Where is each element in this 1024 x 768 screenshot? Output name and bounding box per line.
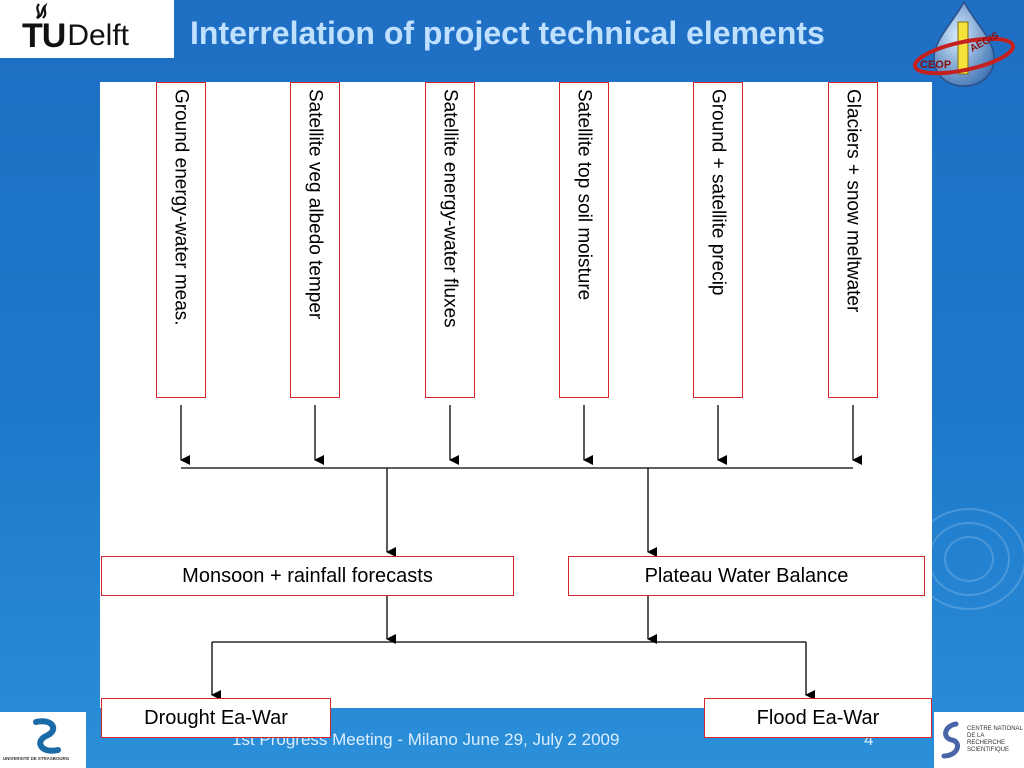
input-box-precip: Ground + satellite precip bbox=[693, 82, 743, 398]
input-box-label: Ground energy-water meas. bbox=[170, 89, 192, 326]
input-box-label: Satellite veg albedo temper bbox=[304, 89, 326, 320]
input-box-satellite-veg: Satellite veg albedo temper bbox=[290, 82, 340, 398]
input-box-label: Satellite energy-water fluxes bbox=[439, 89, 461, 328]
input-box-soil-moisture: Satellite top soil moisture bbox=[559, 82, 609, 398]
input-box-label: Glaciers + snow meltwater bbox=[842, 89, 864, 313]
tudelft-logo-tu: TU bbox=[22, 16, 66, 55]
tudelft-logo-delft: Delft bbox=[67, 19, 130, 52]
input-box-glaciers: Glaciers + snow meltwater bbox=[828, 82, 878, 398]
input-box-label: Satellite top soil moisture bbox=[573, 89, 595, 301]
unistra-logo: UNIVERSITÉ DE STRASBOURG bbox=[0, 712, 86, 768]
middle-box-monsoon: Monsoon + rainfall forecasts bbox=[101, 556, 514, 596]
middle-box-plateau: Plateau Water Balance bbox=[568, 556, 925, 596]
cnrs-logo-mark bbox=[941, 721, 961, 759]
output-box-drought: Drought Ea-War bbox=[101, 698, 331, 738]
input-box-label: Ground + satellite precip bbox=[707, 89, 729, 296]
ceop-aegis-logo: CEOP AEGIS bbox=[913, 0, 1015, 87]
cnrs-logo-text: CENTRE NATIONAL DE LA RECHERCHE SCIENTIF… bbox=[967, 726, 1023, 753]
page-number: 4 bbox=[864, 730, 874, 749]
output-box-flood: Flood Ea-War bbox=[704, 698, 932, 738]
diagram-canvas bbox=[100, 82, 932, 708]
tudelft-logo: TU Delft bbox=[0, 0, 174, 58]
unistra-logo-mark: UNIVERSITÉ DE STRASBOURG bbox=[3, 718, 70, 761]
input-box-satellite-fluxes: Satellite energy-water fluxes bbox=[425, 82, 475, 398]
input-box-ground-energy-water: Ground energy-water meas. bbox=[156, 82, 206, 398]
page-title: Interrelation of project technical eleme… bbox=[190, 15, 825, 51]
ceop-label: CEOP bbox=[920, 59, 951, 71]
cnrs-logo: CENTRE NATIONAL DE LA RECHERCHE SCIENTIF… bbox=[934, 712, 1024, 768]
flame-icon bbox=[36, 2, 48, 20]
unistra-logo-text: UNIVERSITÉ DE STRASBOURG bbox=[3, 756, 70, 761]
